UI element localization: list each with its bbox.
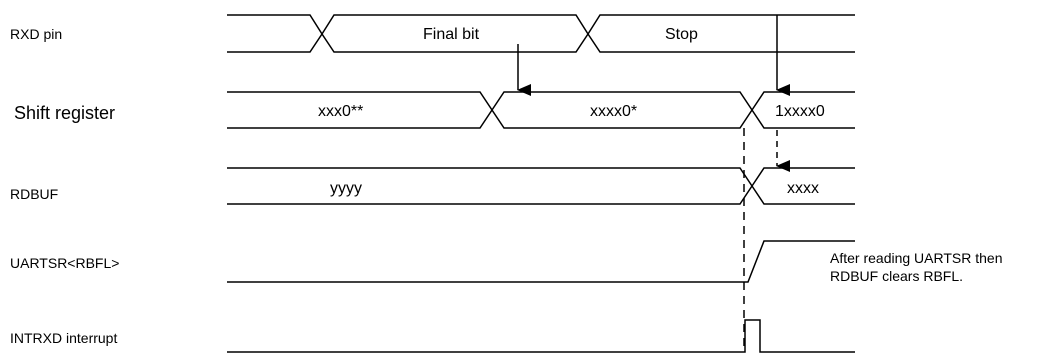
rbfl-waveform <box>227 240 855 283</box>
label-uartsr-rbfl: UARTSR<RBFL> <box>10 255 120 271</box>
intrxd-waveform <box>227 319 855 353</box>
label-shift-register: Shift register <box>14 103 116 123</box>
label-rdbuf: RDBUF <box>10 186 59 202</box>
rdbuf-new-value: xxxx <box>787 180 819 197</box>
shift-value-3: 1xxxx0 <box>775 103 825 120</box>
shift-value-2: xxxx0* <box>590 103 637 120</box>
rxd-final-bit: Final bit <box>423 26 480 43</box>
note-line-1: After reading UARTSR then <box>830 250 1003 266</box>
shift-register-waveform <box>227 91 855 129</box>
label-intrxd-interrupt: INTRXD interrupt <box>10 330 118 346</box>
rdbuf-old-value: yyyy <box>330 180 362 197</box>
rdbuf-waveform <box>227 167 855 205</box>
rxd-waveform <box>227 14 855 53</box>
label-rxd-pin: RXD pin <box>10 26 63 42</box>
note-line-2: RDBUF clears RBFL. <box>830 268 963 284</box>
shift-value-1: xxx0** <box>318 103 363 120</box>
rxd-stop: Stop <box>665 26 698 43</box>
